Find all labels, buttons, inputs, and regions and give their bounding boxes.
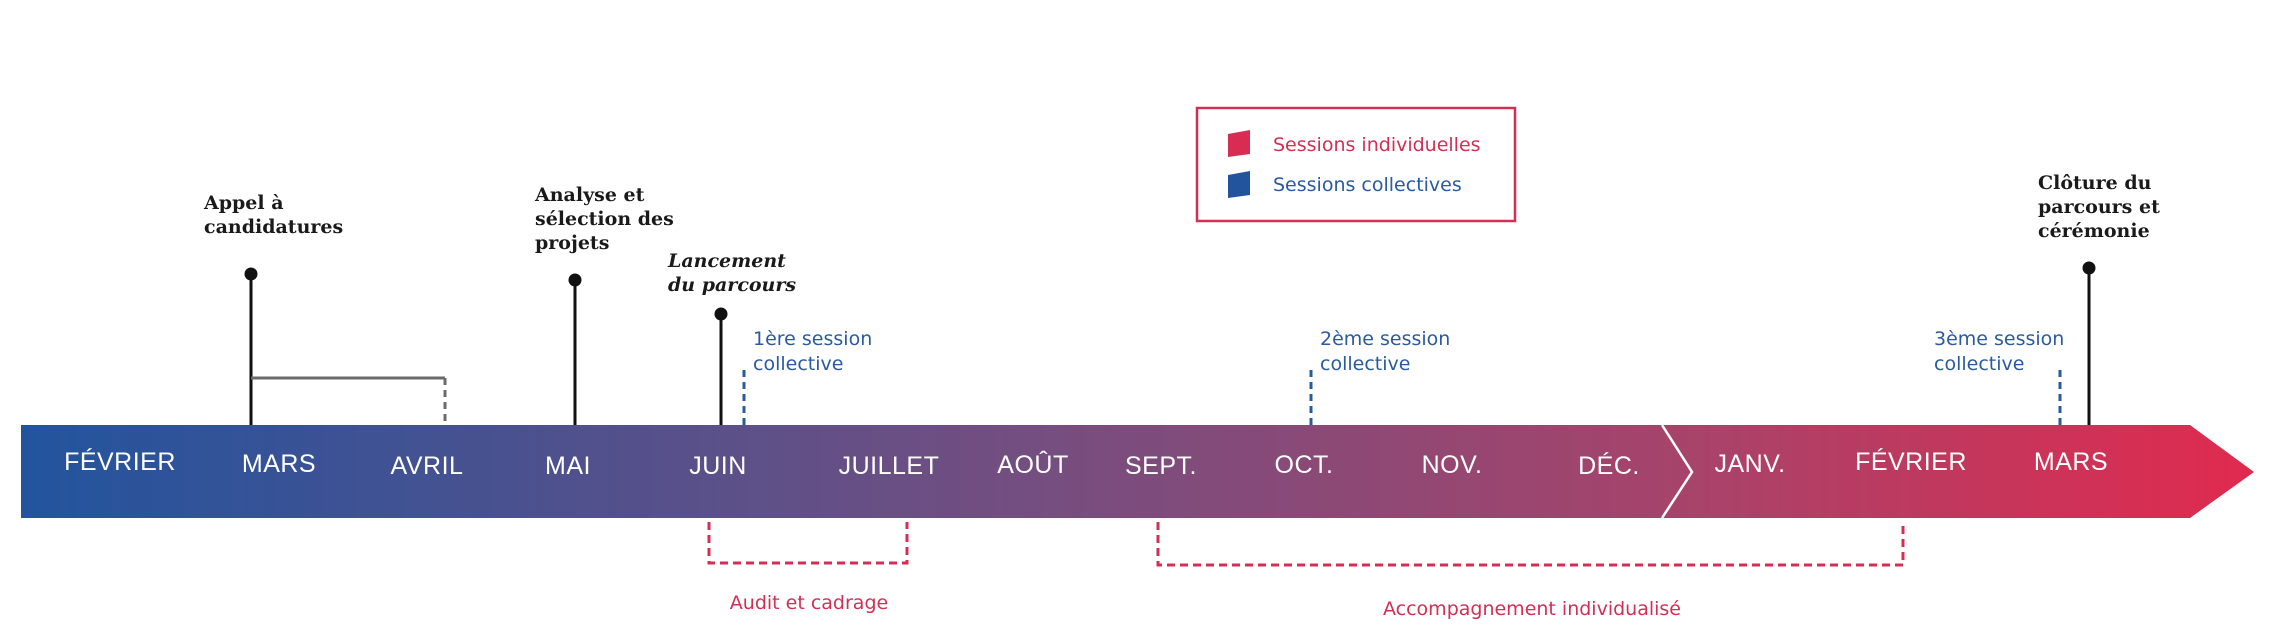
year-separator-chevron [1660, 424, 1694, 519]
month-label: JANV. [1714, 450, 1785, 478]
legend-collective-label: Sessions collectives [1273, 174, 1462, 196]
session-second-label: 2ème session collective [1320, 328, 1456, 375]
milestone-analyse-line-2: sélection des [535, 208, 674, 230]
month-label: FÉVRIER [64, 447, 176, 476]
milestone-cloture-label: Clôture du parcours et cérémonie [2038, 172, 2166, 242]
legend-individual-swatch [1228, 130, 1250, 157]
session-second-line-2: collective [1320, 353, 1410, 375]
month-labels: FÉVRIER MARS AVRIL MAI JUIN JUILLET AOÛT… [64, 447, 2108, 480]
milestone-appel-label: Appel à candidatures [203, 192, 343, 238]
timeline-arrow-body [21, 425, 2254, 518]
milestone-lancement: Lancement du parcours [667, 250, 796, 428]
session-third: 3ème session collective [1934, 328, 2070, 425]
milestone-cloture-line-2: parcours et [2038, 196, 2160, 218]
milestone-analyse-line-1: Analyse et [534, 184, 645, 206]
audit-bracket [707, 522, 909, 565]
milestone-cloture-line-3: cérémonie [2038, 220, 2150, 242]
milestone-lancement-line-2: du parcours [668, 274, 796, 296]
accompagnement-bracket [1156, 522, 1905, 567]
session-second: 2ème session collective [1309, 328, 1456, 425]
month-label: OCT. [1275, 451, 1334, 479]
legend-collective-swatch [1228, 171, 1250, 198]
milestone-analyse-label: Analyse et sélection des projets [534, 184, 680, 254]
session-third-line-2: collective [1934, 353, 2024, 375]
milestone-appel-line-2: candidatures [204, 216, 343, 238]
accompagnement-bracket-group: Accompagnement individualisé [1156, 522, 1905, 620]
month-label: DÉC. [1578, 451, 1640, 480]
audit-label: Audit et cadrage [730, 592, 888, 614]
milestone-cloture: Clôture du parcours et cérémonie [2038, 172, 2166, 428]
month-label: AOÛT [997, 450, 1068, 479]
accompagnement-label: Accompagnement individualisé [1383, 598, 1681, 620]
milestone-lancement-line-1: Lancement [667, 250, 786, 272]
month-label: MAI [545, 452, 591, 480]
audit-bracket-group: Audit et cadrage [707, 522, 909, 614]
month-label: NOV. [1422, 451, 1483, 479]
month-label: FÉVRIER [1855, 447, 1967, 476]
milestone-analyse-line-3: projets [535, 232, 609, 254]
legend-frame [1195, 106, 1517, 223]
session-third-line-1: 3ème session [1934, 328, 2064, 350]
milestone-appel-line-1: Appel à [203, 192, 284, 214]
milestone-appel: Appel à candidatures [203, 192, 447, 428]
session-first-line-2: collective [753, 353, 843, 375]
session-third-label: 3ème session collective [1934, 328, 2070, 375]
legend-individual-label: Sessions individuelles [1273, 134, 1481, 156]
milestone-lancement-label: Lancement du parcours [667, 250, 796, 296]
month-label: MARS [2034, 448, 2108, 476]
session-first-label: 1ère session collective [753, 328, 878, 375]
month-label: SEPT. [1125, 452, 1197, 480]
session-second-line-1: 2ème session [1320, 328, 1450, 350]
month-label: MARS [242, 450, 316, 478]
month-label: AVRIL [391, 452, 464, 480]
month-label: JUIN [689, 452, 747, 480]
month-label: JUILLET [839, 452, 940, 480]
milestone-cloture-line-1: Clôture du [2038, 172, 2152, 194]
timeline-bar [21, 424, 2254, 519]
session-first: 1ère session collective [742, 328, 878, 425]
milestone-analyse: Analyse et sélection des projets [534, 184, 680, 428]
session-first-line-1: 1ère session [753, 328, 872, 350]
legend: Sessions individuelles Sessions collecti… [1195, 106, 1517, 223]
